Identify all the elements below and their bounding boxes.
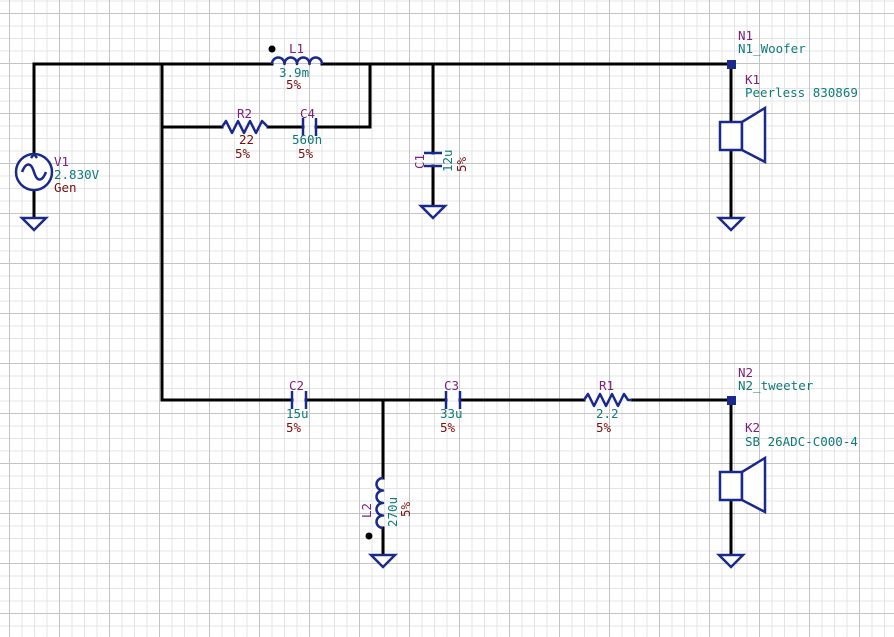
v1-value-label: 2.830V xyxy=(54,167,100,182)
n2-ref-label: N2 xyxy=(738,365,753,380)
l2-tol-label: 5% xyxy=(398,501,413,517)
k2-model-label: SB 26ADC-C000-4 xyxy=(745,434,858,449)
c1-ref-label: C1 xyxy=(412,154,427,169)
n2-net-label: N2_tweeter xyxy=(738,378,814,393)
r1-value-label: 2.2 xyxy=(596,406,619,421)
l2-ref-label: L2 xyxy=(359,503,374,518)
c4-ref-label: C4 xyxy=(300,106,315,121)
r1-ref-label: R1 xyxy=(599,378,614,393)
capacitor-c2[interactable] xyxy=(290,391,308,409)
v1-extra-label: Gen xyxy=(54,180,77,195)
ground-symbol-k2 xyxy=(715,553,747,569)
v1-ref-label: V1 xyxy=(54,154,69,169)
k2-ref-label: K2 xyxy=(745,420,760,435)
r2-ref-label: R2 xyxy=(237,106,252,121)
c3-ref-label: C3 xyxy=(444,378,459,393)
r2-value-label: 22 xyxy=(239,132,254,147)
l1-tol-label: 5% xyxy=(286,77,302,92)
c3-tol-label: 5% xyxy=(440,420,456,435)
speaker-k2[interactable] xyxy=(718,455,767,515)
c3-value-label: 33u xyxy=(440,406,463,421)
node-n1-marker[interactable] xyxy=(727,60,736,69)
capacitor-c3[interactable] xyxy=(444,391,462,409)
l2-value-label: 270u xyxy=(385,497,400,527)
node-n2-marker[interactable] xyxy=(727,396,736,405)
voltage-source-v1[interactable] xyxy=(14,152,54,192)
n1-net-label: N1_Woofer xyxy=(738,41,806,56)
c2-ref-label: C2 xyxy=(289,378,304,393)
inductor-l2[interactable] xyxy=(365,476,385,540)
c2-tol-label: 5% xyxy=(286,420,302,435)
l1-polarity-dot xyxy=(268,45,276,53)
resistor-r1[interactable] xyxy=(582,392,632,408)
inductor-l1[interactable] xyxy=(268,45,324,66)
l2-polarity-dot xyxy=(365,532,373,540)
k1-model-label: Peerless 830869 xyxy=(745,85,858,100)
c1-tol-label: 5% xyxy=(454,156,469,172)
c1-value-label: 12u xyxy=(440,149,455,172)
capacitor-c1[interactable] xyxy=(424,151,442,168)
source-top-tick xyxy=(30,153,38,159)
c2-value-label: 15u xyxy=(286,406,309,421)
r1-tol-label: 5% xyxy=(596,420,612,435)
ground-symbol-v1 xyxy=(18,216,50,232)
c4-value-label: 560n xyxy=(292,132,322,147)
k1-ref-label: K1 xyxy=(745,72,760,87)
speaker-k1[interactable] xyxy=(718,105,767,165)
c4-tol-label: 5% xyxy=(298,146,314,161)
ground-symbol-l2 xyxy=(367,553,399,569)
r2-tol-label: 5% xyxy=(235,146,251,161)
resistor-r2[interactable] xyxy=(220,119,269,135)
l1-value-label: 3.9m xyxy=(279,65,309,80)
capacitor-c4[interactable] xyxy=(301,118,318,136)
l1-ref-label: L1 xyxy=(289,41,304,56)
ground-symbol-k1 xyxy=(715,216,747,232)
wires xyxy=(32,62,733,557)
n1-ref-label: N1 xyxy=(738,28,753,43)
ground-symbol-c1 xyxy=(417,204,449,220)
